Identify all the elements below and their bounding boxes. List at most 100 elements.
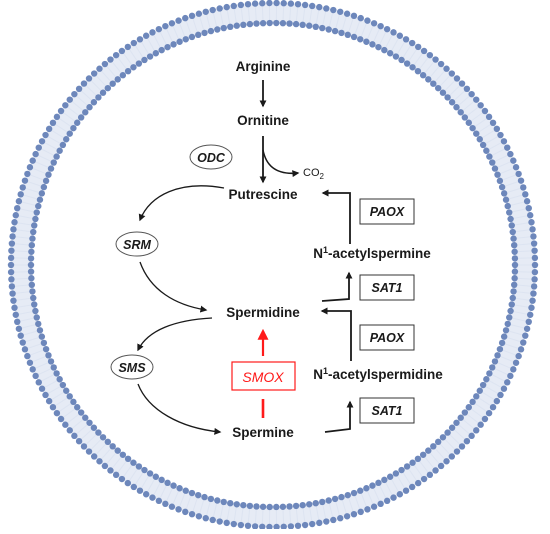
membrane-head	[259, 0, 265, 6]
membrane-head	[35, 321, 41, 327]
membrane-head	[20, 339, 26, 345]
membrane-head	[477, 102, 483, 108]
membrane-head	[125, 68, 131, 74]
membrane-head	[438, 463, 444, 469]
membrane-head	[147, 53, 153, 59]
srm-to-spermidine-arrow	[140, 262, 206, 310]
membrane-head	[509, 222, 515, 228]
membrane-head	[364, 506, 370, 512]
srm-enzyme: SRM	[116, 232, 158, 256]
membrane-head	[518, 177, 524, 183]
membrane-tail	[283, 6, 284, 20]
membrane-head	[86, 104, 92, 110]
membrane-head	[189, 511, 195, 517]
membrane-head	[532, 262, 538, 268]
membrane-head	[149, 29, 155, 35]
membrane-head	[56, 148, 62, 154]
membrane-head	[70, 125, 76, 131]
membrane-head	[420, 72, 426, 78]
membrane-head	[435, 439, 441, 445]
membrane-head	[9, 290, 15, 296]
membrane-head	[189, 34, 195, 40]
membrane-head	[16, 198, 22, 204]
membrane-head	[316, 4, 322, 10]
membrane-head	[440, 434, 446, 440]
membrane-head	[170, 482, 176, 488]
membrane-head	[39, 333, 45, 339]
membrane-head	[332, 28, 338, 34]
membrane-head	[131, 484, 137, 490]
paox-bottom-enzyme: PAOX	[360, 325, 414, 350]
membrane-head	[8, 262, 14, 268]
membrane-head	[100, 434, 106, 440]
membrane-head	[494, 398, 500, 404]
acetylspermidine-prefix: N	[313, 367, 323, 382]
membrane-head	[489, 159, 495, 165]
membrane-head	[182, 15, 188, 21]
membrane-head	[8, 269, 14, 275]
membrane-head	[51, 364, 57, 370]
membrane-head	[175, 17, 181, 23]
membrane-head	[524, 326, 530, 332]
membrane-head	[27, 164, 33, 170]
membrane-head	[42, 392, 48, 398]
membrane-head	[513, 164, 519, 170]
membrane-head	[11, 305, 17, 311]
membrane-head	[22, 177, 28, 183]
membrane-head	[511, 249, 517, 255]
membrane-head	[156, 498, 162, 504]
membrane-head	[486, 370, 492, 376]
membrane-head	[427, 52, 433, 58]
membrane-head	[325, 497, 331, 503]
membrane-head	[39, 138, 45, 144]
membrane-head	[120, 452, 126, 458]
membrane-head	[13, 212, 19, 218]
membrane-head	[28, 262, 34, 268]
membrane-head	[293, 503, 299, 509]
membrane-head	[462, 114, 468, 120]
membrane-head	[499, 184, 505, 190]
membrane-head	[443, 66, 449, 72]
membrane-head	[464, 86, 470, 92]
membrane-head	[281, 0, 287, 6]
membrane-head	[50, 120, 56, 126]
spermine-label: Spermine	[232, 425, 294, 440]
membrane-head	[32, 308, 38, 314]
membrane-head	[20, 184, 26, 190]
membrane-head	[306, 501, 312, 507]
membrane-head	[53, 153, 59, 159]
membrane-head	[409, 484, 415, 490]
membrane-head	[358, 15, 364, 21]
membrane-head	[105, 439, 111, 445]
membrane-head	[505, 321, 511, 327]
membrane-head	[504, 379, 510, 385]
membrane-head	[421, 48, 427, 54]
membrane-head	[29, 366, 35, 372]
membrane-head	[403, 36, 409, 42]
membrane-head	[459, 80, 465, 86]
membrane-head	[390, 494, 396, 500]
membrane-tail	[262, 510, 263, 524]
membrane-head	[34, 314, 40, 320]
membrane-head	[531, 283, 537, 289]
membrane-head	[141, 57, 147, 63]
membrane-head	[41, 340, 47, 346]
membrane-head	[337, 515, 343, 521]
membrane-head	[110, 443, 116, 449]
membrane-head	[280, 504, 286, 510]
membrane-head	[120, 72, 126, 78]
membrane-head	[107, 467, 113, 473]
membrane-head	[71, 91, 77, 97]
membrane-head	[295, 523, 301, 529]
membrane-head	[313, 500, 319, 506]
membrane-head	[115, 447, 121, 453]
membrane-head	[91, 425, 97, 431]
membrane-head	[512, 268, 518, 274]
membrane-head	[71, 433, 77, 439]
membrane-head	[130, 460, 136, 466]
membrane-head	[273, 504, 279, 510]
membrane-head	[253, 20, 259, 26]
ornithine-label: Ornitine	[237, 113, 289, 128]
membrane-head	[511, 275, 517, 281]
membrane-head	[462, 409, 468, 415]
